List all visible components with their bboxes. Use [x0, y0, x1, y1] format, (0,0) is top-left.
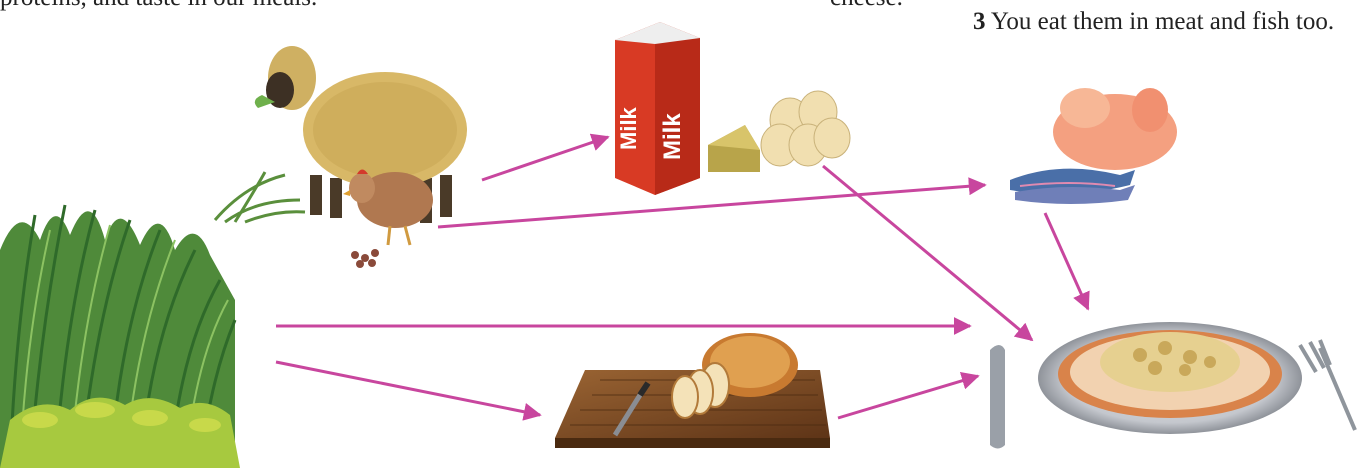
- arrow-animals-to-dairy: [482, 137, 608, 180]
- arrow-dairy-to-meal: [823, 166, 1032, 340]
- arrow-grass-to-bread: [276, 362, 540, 415]
- hen-illustration: [343, 170, 433, 269]
- milk-label: Milk: [616, 106, 641, 150]
- grass-tuft: [215, 172, 305, 222]
- bread-board-illustration: [555, 333, 830, 448]
- grass-illustration: [0, 205, 240, 468]
- dairy-illustration: Milk Milk: [615, 22, 850, 195]
- knife-icon: [990, 345, 1005, 449]
- arrow-bread-to-meal: [838, 376, 978, 418]
- arrow-animals-to-meat: [438, 185, 985, 227]
- meat-and-fish-illustration: [1010, 88, 1177, 204]
- arrow-meat-to-meal: [1045, 213, 1088, 309]
- milk-label-side: Milk: [659, 113, 686, 160]
- fork-icon: [1300, 340, 1355, 430]
- meal-illustration: [990, 322, 1355, 449]
